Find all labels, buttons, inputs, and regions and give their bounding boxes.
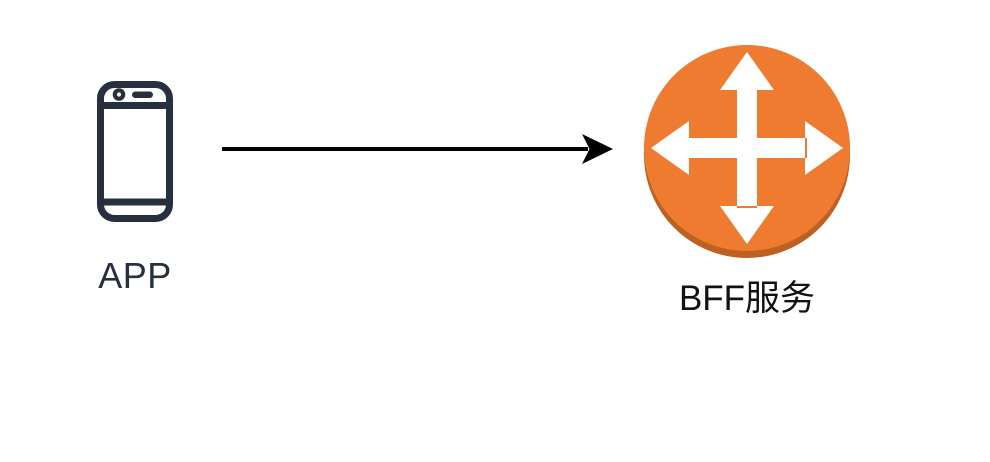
smartphone-speaker-bar [132,91,153,98]
smartphone-outline [97,81,173,222]
smartphone-body [97,81,173,222]
arrow-head [582,134,613,164]
app-node-label: APP [98,255,172,296]
smartphone-camera-dot [112,88,126,101]
router-icon [644,45,850,258]
router-crossed-arrows-glyph [651,52,843,244]
bff-node: BFF服务 [642,44,852,324]
smartphone-icon [97,81,173,222]
flow-arrow [222,134,613,164]
bff-node-label: BFF服务 [678,279,816,318]
app-node: APP [60,78,210,303]
